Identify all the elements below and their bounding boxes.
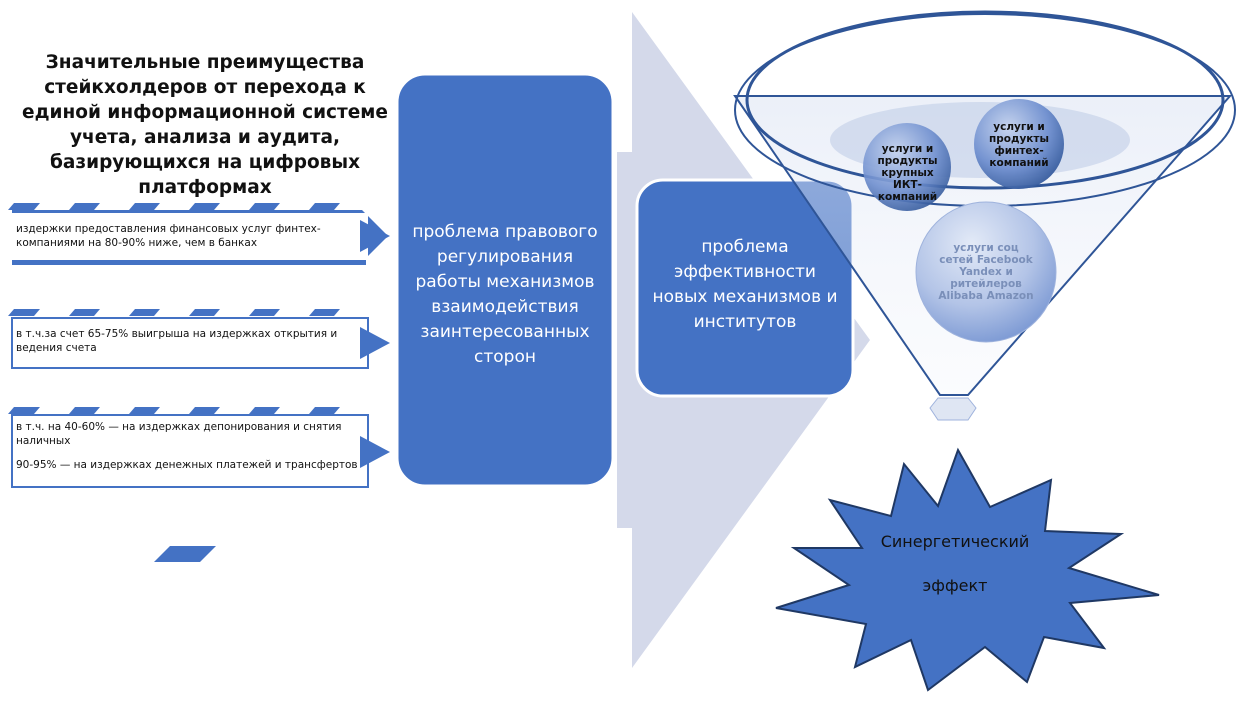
small-parallelogram: [154, 546, 216, 562]
circle-ict-label: услуги и продукты крупных ИКТ-компаний: [877, 143, 938, 203]
circle-fintech: [974, 99, 1064, 189]
synergy-star: [775, 447, 1160, 692]
circle-social-label: услуги соц сетей Facebook Yandex и ритей…: [938, 242, 1034, 302]
funnel-down-arrow: [929, 397, 977, 421]
benefit-item-2: в т.ч.за счет 65-75% выигрыша на издержк…: [16, 328, 338, 354]
circle-fintech-label: услуги и продукты финтех-компаний: [988, 121, 1050, 169]
box-efficiency-label: проблема эффективности новых механизмов …: [652, 237, 838, 332]
chevron-band-1: [8, 203, 390, 265]
box-efficiency: [635, 178, 855, 398]
box-legal-regulation: [395, 72, 615, 488]
benefit-item-1: издержки предоставления финансовых услуг…: [16, 223, 321, 249]
page-title: Значительные преимущества стейкхолдеров …: [22, 52, 388, 198]
funnel-rim: [745, 10, 1225, 190]
chevron-band-3: [8, 407, 390, 488]
circle-ict: [863, 123, 951, 211]
chevron-band-2: [8, 309, 390, 369]
box-legal-regulation-label: проблема правового регулирования работы …: [412, 222, 598, 367]
synergy-label-line-2: эффект: [922, 576, 988, 595]
benefit-item-3b: 90-95% — на издержках денежных платежей …: [16, 459, 358, 471]
benefit-item-3a: в т.ч. на 40-60% — на издержках депониро…: [16, 421, 342, 447]
synergy-label-line-1: Синергетический: [880, 532, 1030, 551]
circle-social: [915, 201, 1057, 343]
synergy-label: Синергетический эффект: [830, 520, 1080, 630]
